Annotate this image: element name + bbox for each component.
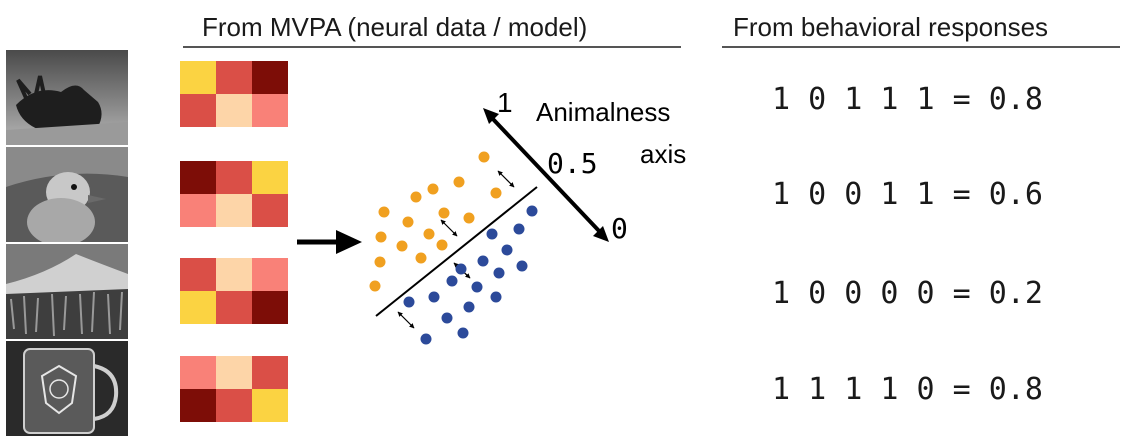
pattern-cell — [216, 194, 252, 227]
activation-pattern-3 — [180, 258, 288, 324]
pattern-cell — [216, 94, 252, 127]
axis-title-line1: Animalness — [536, 97, 670, 127]
animal-point — [453, 176, 465, 188]
animal-point — [410, 191, 422, 203]
nonanimal-point — [457, 327, 469, 339]
pattern-cell — [252, 356, 288, 389]
animal-point — [374, 256, 386, 268]
decision-boundary — [375, 186, 538, 317]
pattern-cell — [216, 389, 252, 422]
mvpa-header: From MVPA (neural data / model) — [202, 12, 588, 42]
nonanimal-point — [428, 291, 440, 303]
axis-label-bottom: 0 — [611, 212, 628, 245]
animal-points — [369, 151, 502, 292]
nonanimal-point — [501, 244, 513, 256]
pattern-cell — [252, 291, 288, 324]
moose-photo — [6, 50, 128, 145]
nonanimal-point — [455, 263, 467, 275]
animal-point — [375, 231, 387, 243]
behavior-response-4: 1 1 1 1 0 = 0.8 — [772, 372, 1043, 407]
axis-arrowhead-top — [483, 108, 499, 124]
nonanimal-point — [516, 260, 528, 272]
animal-point — [369, 280, 381, 292]
axis-label-mid: 0.5 — [547, 147, 598, 180]
pattern-cell — [180, 356, 216, 389]
behavior-response-3: 1 0 0 0 0 = 0.2 — [772, 276, 1043, 311]
nonanimal-point — [441, 312, 453, 324]
pattern-cell — [216, 61, 252, 94]
animal-point — [436, 239, 448, 251]
animalness-axis — [490, 116, 602, 234]
activation-pattern-2 — [180, 161, 288, 227]
nonanimal-point — [471, 281, 483, 293]
pattern-cell — [216, 161, 252, 194]
nonanimal-points — [403, 205, 538, 345]
activation-pattern-4 — [180, 356, 288, 422]
pattern-cell — [180, 94, 216, 127]
nonanimal-point — [526, 205, 538, 217]
nonanimal-point — [403, 296, 415, 308]
nonanimal-point — [486, 228, 498, 240]
animal-point — [478, 151, 490, 163]
nonanimal-point — [420, 333, 432, 345]
axis-arrowhead-bottom — [593, 226, 609, 242]
transform-arrow-head — [336, 230, 362, 254]
nonanimal-point — [477, 255, 489, 267]
duckling-photo — [6, 147, 128, 242]
glass-mug-photo — [6, 341, 128, 436]
pattern-cell — [180, 194, 216, 227]
nonanimal-point — [463, 301, 475, 313]
animal-point — [415, 252, 427, 264]
animal-point — [402, 216, 414, 228]
animal-point — [438, 207, 450, 219]
nonanimal-point — [513, 223, 525, 235]
pattern-cell — [180, 291, 216, 324]
behavior-response-1: 1 0 1 1 1 = 0.8 — [772, 82, 1043, 117]
behavior-header: From behavioral responses — [733, 12, 1049, 42]
pattern-cell — [216, 356, 252, 389]
nonanimal-point — [446, 275, 458, 287]
animal-point — [396, 240, 408, 252]
nonanimal-point — [493, 267, 505, 279]
activation-pattern-1 — [180, 61, 288, 127]
animal-point — [427, 183, 439, 195]
pattern-cell — [216, 291, 252, 324]
animal-point — [378, 206, 390, 218]
pattern-cell — [252, 161, 288, 194]
pattern-cell — [252, 389, 288, 422]
axis-title-line2: axis — [640, 139, 686, 169]
mountain-landscape-photo — [6, 244, 128, 339]
animal-point — [490, 187, 502, 199]
pattern-cell — [180, 258, 216, 291]
pattern-cell — [252, 61, 288, 94]
mvpa-header-underline — [183, 46, 681, 48]
pattern-cell — [252, 194, 288, 227]
pattern-cell — [216, 258, 252, 291]
behavior-response-2: 1 0 0 1 1 = 0.6 — [772, 177, 1043, 212]
pattern-cell — [252, 258, 288, 291]
pattern-cell — [180, 389, 216, 422]
animal-point — [423, 228, 435, 240]
pattern-cell — [180, 61, 216, 94]
behavior-header-underline — [722, 46, 1120, 48]
pattern-cell — [252, 94, 288, 127]
animal-point — [463, 212, 475, 224]
nonanimal-point — [490, 291, 502, 303]
axis-label-top: 1 — [497, 87, 513, 118]
pattern-cell — [180, 161, 216, 194]
